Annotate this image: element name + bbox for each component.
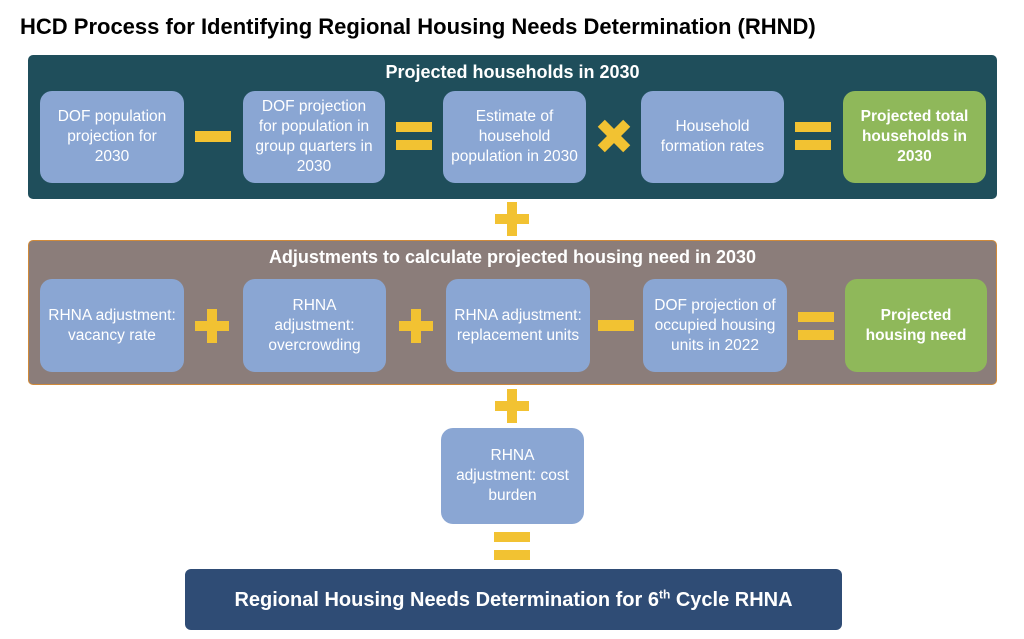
equals-icon	[798, 312, 834, 342]
equals-icon	[494, 532, 530, 562]
equals-icon	[795, 122, 831, 152]
dof-population-projection-box: DOF population projection for 2030	[40, 91, 184, 183]
projected-total-households-box: Projected total households in 2030	[843, 91, 986, 183]
plus-icon	[195, 309, 229, 343]
household-population-estimate-box: Estimate of household population in 2030	[443, 91, 586, 183]
minus-icon	[195, 131, 231, 143]
minus-icon	[598, 320, 634, 332]
replacement-units-adjustment-box: RHNA adjustment: replacement units	[446, 279, 590, 372]
dof-group-quarters-box: DOF projection for population in group q…	[243, 91, 385, 183]
vacancy-rate-adjustment-box: RHNA adjustment: vacancy rate	[40, 279, 184, 372]
plus-icon	[495, 202, 529, 236]
overcrowding-adjustment-box: RHNA adjustment: overcrowding	[243, 279, 386, 372]
occupied-housing-units-box: DOF projection of occupied housing units…	[643, 279, 787, 372]
equals-icon	[396, 122, 432, 152]
page-title: HCD Process for Identifying Regional Hou…	[20, 14, 816, 39]
plus-icon	[399, 309, 433, 343]
cost-burden-adjustment-box: RHNA adjustment: cost burden	[441, 428, 584, 524]
housing-need-adjustments-panel-title: Adjustments to calculate projected housi…	[268, 247, 757, 267]
rhnd-6th-cycle-box: Regional Housing Needs Determination for…	[185, 569, 842, 630]
household-formation-rates-box: Household formation rates	[641, 91, 784, 183]
projected-households-panel-title: Projected households in 2030	[385, 62, 640, 82]
plus-icon	[495, 389, 529, 423]
projected-housing-need-box: Projected housing need	[845, 279, 987, 372]
rhnd-6th-cycle-text: Regional Housing Needs Determination for…	[234, 586, 793, 611]
multiply-icon	[596, 118, 632, 154]
